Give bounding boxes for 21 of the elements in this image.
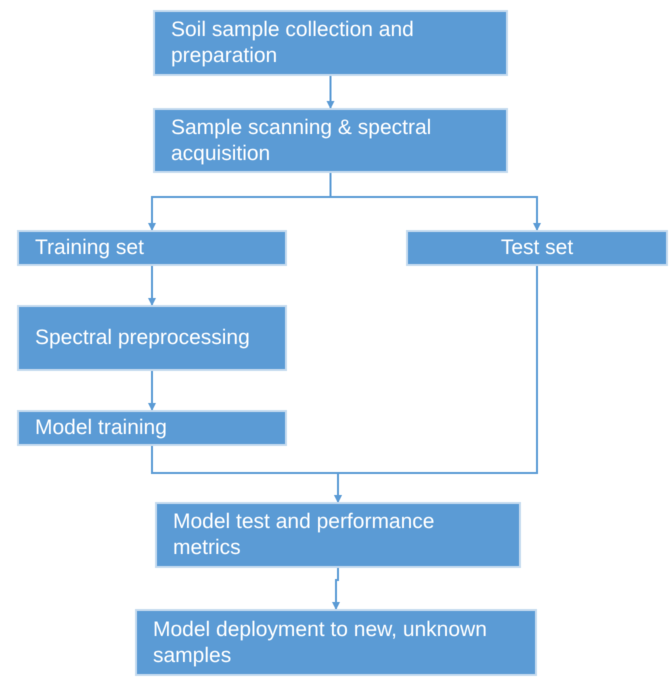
arrow: [334, 266, 538, 503]
arrow: [332, 568, 340, 610]
box-label: Model deployment to new, unknown samples: [153, 616, 488, 668]
box-label: Model training: [35, 415, 167, 441]
arrow: [148, 266, 156, 306]
process-box: [135, 609, 537, 676]
box-label: Sample scanning & spectral acquisition: [171, 114, 432, 166]
box-label: Model test and performance metrics: [173, 509, 436, 561]
process-box: [153, 108, 508, 173]
process-box: [17, 230, 287, 266]
process-box: [17, 305, 287, 371]
box-label: Spectral preprocessing: [35, 325, 250, 351]
process-box: [155, 502, 521, 568]
arrow: [148, 371, 156, 411]
process-box: [153, 10, 508, 76]
arrow: [326, 76, 334, 109]
process-box: [17, 410, 287, 446]
process-box: [406, 230, 668, 266]
box-label: Test set: [500, 235, 574, 261]
box-label: Soil sample collection and preparation: [171, 17, 415, 69]
box-label: Training set: [35, 235, 144, 261]
